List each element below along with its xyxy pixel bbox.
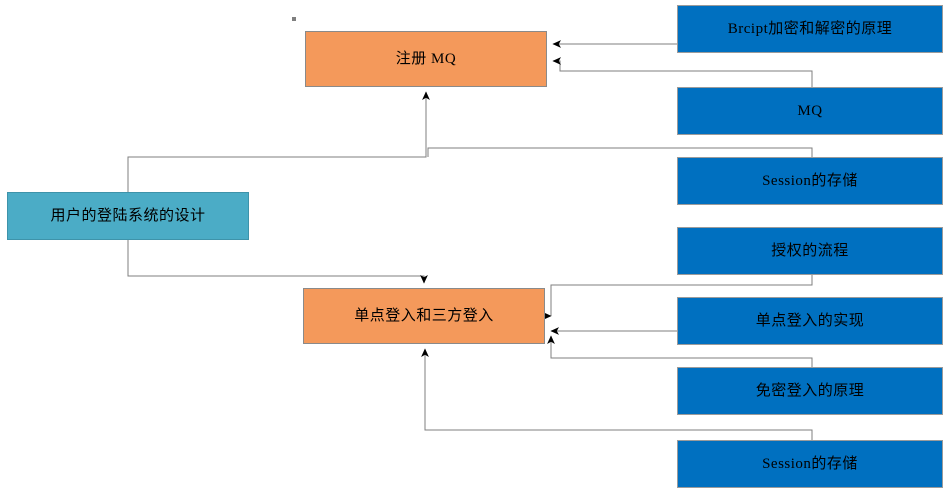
node-branch-sso-label: 单点登入和三方登入: [354, 308, 494, 324]
node-branch-sso[interactable]: 单点登入和三方登入: [303, 288, 545, 344]
node-leaf-passwordless-label: 免密登入的原理: [755, 383, 865, 399]
node-leaf-mq[interactable]: MQ: [677, 87, 943, 135]
edge-root-to-register-mq: [127, 91, 430, 192]
node-root-label: 用户的登陆系统的设计: [50, 208, 206, 224]
node-leaf-session-storage-top-label: Session的存储: [762, 173, 858, 189]
node-leaf-session-storage-bottom[interactable]: Session的存储: [677, 440, 943, 488]
node-leaf-brcipt-label: Brcipt加密和解密的原理: [727, 21, 893, 37]
edge-root-to-sso: [127, 240, 428, 284]
node-leaf-sso-impl[interactable]: 单点登入的实现: [677, 297, 943, 345]
node-leaf-mq-label: MQ: [797, 103, 823, 119]
node-leaf-sso-impl-label: 单点登入的实现: [755, 313, 865, 329]
stray-dot-mark: [292, 17, 296, 21]
node-leaf-passwordless[interactable]: 免密登入的原理: [677, 367, 943, 415]
node-leaf-auth-flow-label: 授权的流程: [771, 243, 849, 259]
node-branch-register-mq[interactable]: 注册 MQ: [305, 31, 547, 87]
edge-session-top-to-register-mq: [427, 147, 813, 157]
node-leaf-brcipt[interactable]: Brcipt加密和解密的原理: [677, 5, 943, 53]
node-root[interactable]: 用户的登陆系统的设计: [7, 192, 249, 240]
node-leaf-auth-flow[interactable]: 授权的流程: [677, 227, 943, 275]
node-branch-register-mq-label: 注册 MQ: [395, 51, 457, 67]
edge-mq-to-register-mq: [552, 57, 813, 87]
node-leaf-session-storage-top[interactable]: Session的存储: [677, 157, 943, 205]
node-leaf-session-storage-bottom-label: Session的存储: [762, 456, 858, 472]
